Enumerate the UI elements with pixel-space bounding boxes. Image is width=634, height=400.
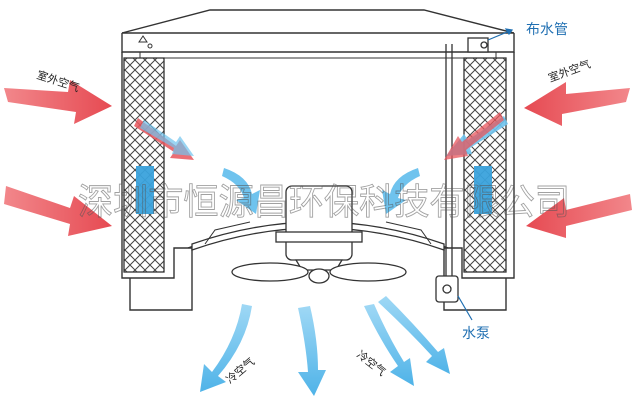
inner-cold-air-arrows [222,168,420,214]
cooling-pad-right [463,57,507,273]
company-watermark: 深圳市恒源昌环保科技有限公司 [78,182,570,223]
hot-air-arrow [4,80,112,124]
outdoor-air-arrows-right [524,82,632,238]
cold-air-label-right: 冷空气 [354,347,389,378]
fan-assembly [187,185,449,284]
cooling-pad-left [123,57,165,273]
leader-lines [457,28,514,321]
hot-air-arrow [4,186,112,236]
hot-air-arrow [524,82,630,126]
cold-air-arrow [378,296,450,374]
water-pump-label: 水泵 [462,326,490,342]
cold-air-arrow [222,168,260,214]
hot-air-arrow [526,194,632,238]
outlet-cold-air-arrows [200,296,450,396]
top-left-fitting-icon [138,35,153,49]
cold-air-arrow [200,304,252,392]
cold-air-arrow [364,304,414,386]
pad-air-arrow [444,112,504,160]
outdoor-air-arrows-left [4,80,112,236]
cooler-housing [121,9,515,311]
pad-airflow-arrows [134,112,508,160]
cold-air-arrow [298,306,326,396]
water-distribution-pipe [445,37,489,300]
water-pump [435,275,459,303]
outdoor-air-label-right: 室外空气 [546,57,592,85]
water-distribution-pipe-label: 布水管 [526,22,568,38]
pad-air-arrow [140,120,194,156]
cold-air-arrow [382,168,420,214]
